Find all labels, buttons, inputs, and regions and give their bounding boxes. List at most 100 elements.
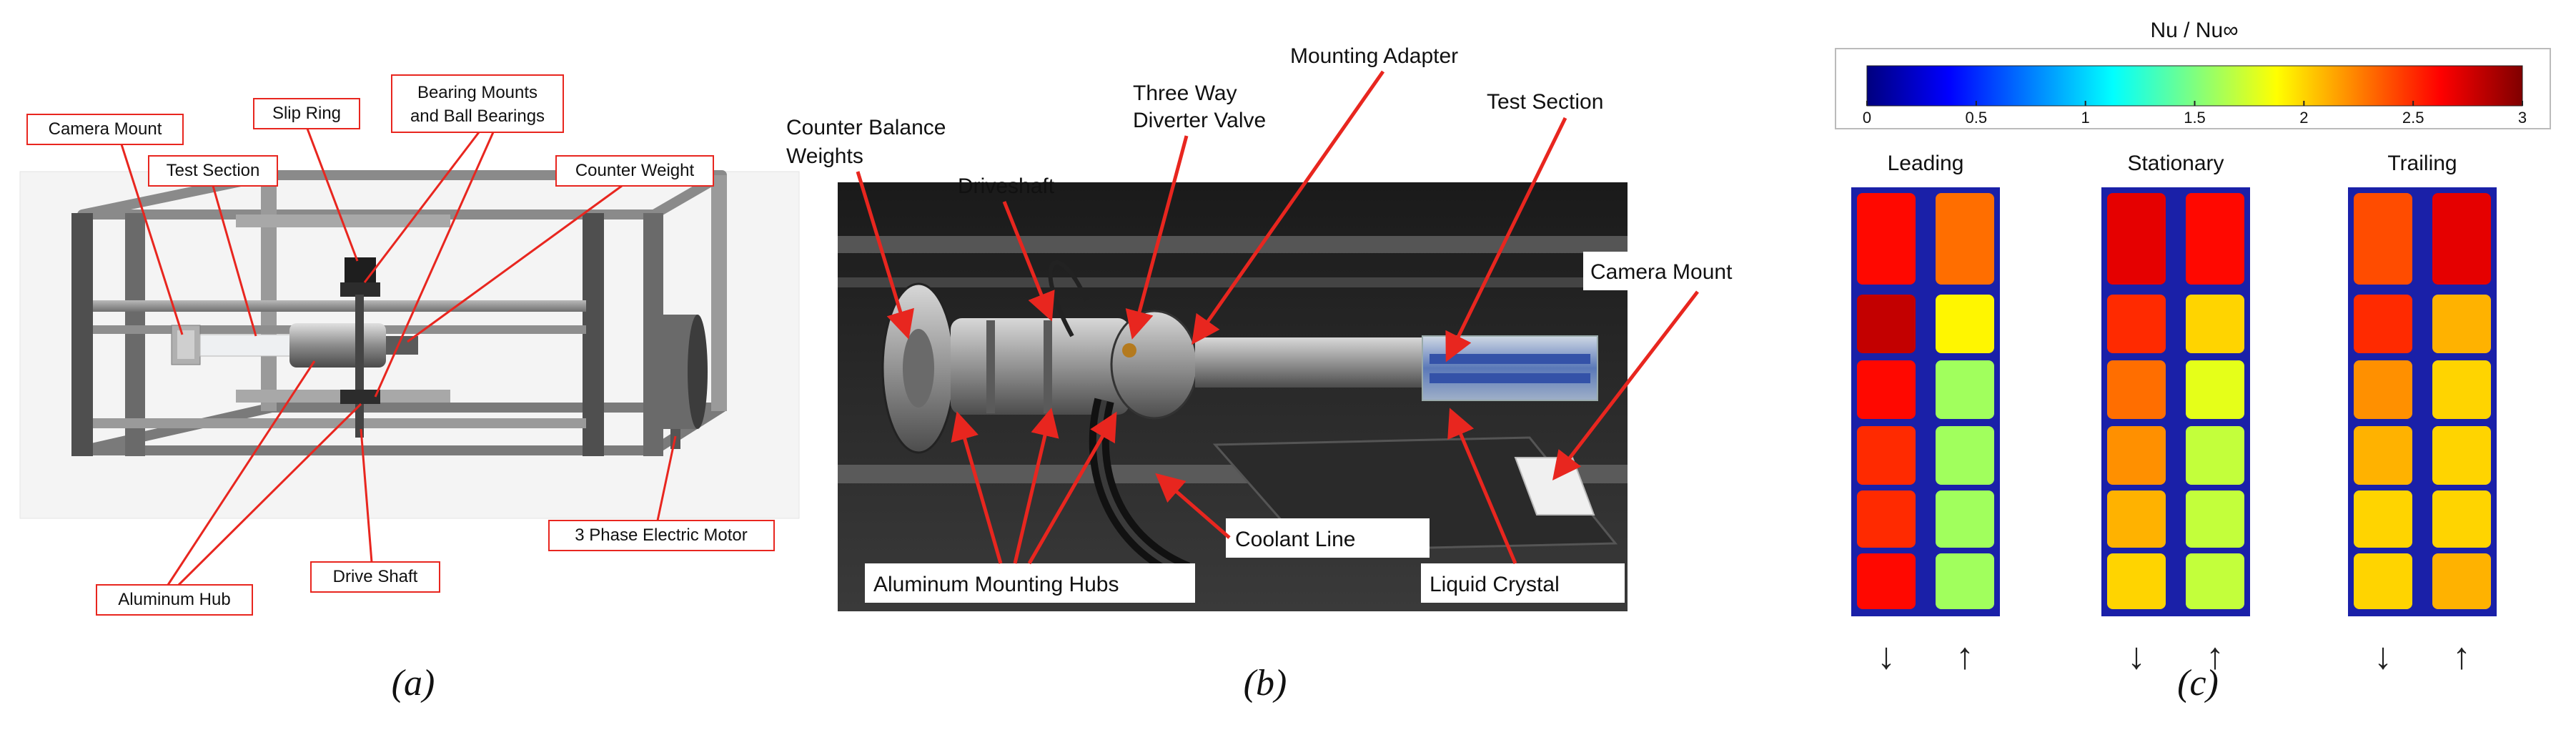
heatmap-cell <box>1936 360 1994 419</box>
heatmap-column-title: Leading <box>1888 152 1964 175</box>
label-coolant-line: Coolant Line <box>1235 528 1355 551</box>
camera-mount-label-bg <box>1583 252 1782 290</box>
label-motor: 3 Phase Electric Motor <box>548 520 775 551</box>
test-section-shape <box>199 334 294 357</box>
svg-text:Counter Weight: Counter Weight <box>575 161 695 180</box>
flow-down-arrow: ↓ <box>2374 636 2392 677</box>
heatmap-cell <box>1857 490 1916 548</box>
panel-a: Camera Mount Test Section Slip Ring Bear… <box>19 74 800 704</box>
svg-text:Camera Mount: Camera Mount <box>49 119 162 139</box>
colorbar-tick-label: 1.5 <box>2184 109 2206 127</box>
label-camera-mount: Camera Mount <box>26 114 184 145</box>
liquid-crystal-label-bg <box>1421 563 1625 603</box>
coolant-line-label-bg <box>1226 518 1430 558</box>
heatmap-cell <box>1936 193 1994 285</box>
heatmap-cell <box>2354 490 2412 548</box>
colorbar <box>1866 65 2523 107</box>
panel-a-leaders <box>120 128 677 586</box>
heatmap-cell <box>2186 193 2244 285</box>
heatmap-cell <box>2107 490 2166 548</box>
heatmap-cell <box>2107 193 2166 285</box>
heatmap-cell <box>2186 553 2244 609</box>
label-slip-ring: Slip Ring <box>253 98 360 129</box>
label-mounting-adapter: Mounting Adapter <box>1290 44 1458 68</box>
caption-c: (c) <box>2177 663 2219 704</box>
heatmap-column-title: Stationary <box>2127 152 2224 175</box>
panel-b: Counter Balance Weights Driveshaft Three… <box>786 44 1782 704</box>
svg-text:Bearing Mounts: Bearing Mounts <box>417 83 538 102</box>
flow-down-arrow: ↓ <box>2127 636 2146 677</box>
label-counter-balance-2: Weights <box>786 144 863 168</box>
label-counter-weight: Counter Weight <box>555 155 714 187</box>
heatmap-cell <box>2354 193 2412 285</box>
colorbar-tick-label: 0 <box>1863 109 1871 127</box>
heatmap-cell <box>1936 490 1994 548</box>
svg-text:3 Phase Electric Motor: 3 Phase Electric Motor <box>575 526 747 545</box>
colorbar-tick-label: 2.5 <box>2402 109 2424 127</box>
colorbar-tick-label: 3 <box>2518 109 2527 127</box>
heatmap-cell <box>2186 295 2244 353</box>
heatmap-cell <box>2354 426 2412 485</box>
colorbar-tick-label: 0.5 <box>1966 109 1988 127</box>
heatmap-cell <box>2107 360 2166 419</box>
heatmap-cell <box>2432 193 2491 285</box>
heatmap-cell <box>1857 295 1916 353</box>
flow-up-arrow: ↑ <box>1956 636 1974 677</box>
test-rig-frame <box>71 170 727 456</box>
label-bearing-mounts: Bearing Mounts and Ball Bearings <box>391 74 564 133</box>
lower-bearing-shape <box>340 390 380 404</box>
svg-text:and Ball Bearings: and Ball Bearings <box>410 107 545 126</box>
heatmap-cell <box>1936 295 1994 353</box>
svg-text:Aluminum Hub: Aluminum Hub <box>118 590 230 609</box>
colorbar-tick-label: 2 <box>2299 109 2308 127</box>
flow-up-arrow: ↑ <box>2452 636 2471 677</box>
label-test-section-b: Test Section <box>1487 90 1603 114</box>
panel-b-arrows <box>856 70 1699 565</box>
heatmap-cell <box>2354 360 2412 419</box>
caption-a: (a) <box>392 663 435 704</box>
colorbar-title: Nu / Nu∞ <box>2150 19 2238 42</box>
flow-up-arrow: ↑ <box>2206 636 2224 677</box>
label-counter-balance-1: Counter Balance <box>786 116 946 139</box>
heatmap-cell <box>2432 295 2491 353</box>
label-drive-shaft: Drive Shaft <box>310 561 440 593</box>
heatmap-cell <box>2186 490 2244 548</box>
label-diverter-valve-1: Three Way <box>1133 82 1237 105</box>
label-diverter-valve-2: Diverter Valve <box>1133 109 1266 132</box>
aluminum-hub-shape <box>289 323 386 368</box>
heatmap-cell <box>2107 295 2166 353</box>
label-driveshaft: Driveshaft <box>958 174 1055 198</box>
heatmap-cell <box>2107 553 2166 609</box>
heatmap-cell <box>1857 360 1916 419</box>
drive-shaft-shape <box>355 295 364 438</box>
svg-text:Test Section: Test Section <box>167 161 260 180</box>
heatmap-cell <box>1857 426 1916 485</box>
label-aluminum-hub: Aluminum Hub <box>96 584 253 616</box>
heatmap-cell <box>2107 426 2166 485</box>
heatmap-cell <box>1857 193 1916 285</box>
heatmap-cell <box>2186 426 2244 485</box>
heatmap-cell <box>2432 426 2491 485</box>
label-test-section-a: Test Section <box>148 155 278 187</box>
slip-ring-shape <box>340 257 380 297</box>
heatmap-cell <box>2432 360 2491 419</box>
label-liquid-crystal: Liquid Crystal <box>1430 573 1560 596</box>
heatmap-cell <box>2186 360 2244 419</box>
heatmap-panels: Leading↓↑Stationary↓↑Trailing↓↑ <box>1851 152 2497 677</box>
heatmap-cell <box>2432 553 2491 609</box>
camera-mount-shape <box>171 325 201 365</box>
labels-b: Counter Balance Weights Driveshaft Three… <box>786 44 1782 603</box>
heatmap-cell <box>1936 553 1994 609</box>
svg-text:Slip Ring: Slip Ring <box>272 104 341 123</box>
label-aluminum-mounting-hubs: Aluminum Mounting Hubs <box>873 573 1119 596</box>
heatmap-cell <box>1857 553 1916 609</box>
caption-b: (b) <box>1244 663 1287 704</box>
heatmap-cell <box>2354 295 2412 353</box>
heatmap-column-title: Trailing <box>2387 152 2457 175</box>
heatmap-cell <box>1936 426 1994 485</box>
svg-text:Drive Shaft: Drive Shaft <box>333 567 418 586</box>
heatmap-cell <box>2354 553 2412 609</box>
